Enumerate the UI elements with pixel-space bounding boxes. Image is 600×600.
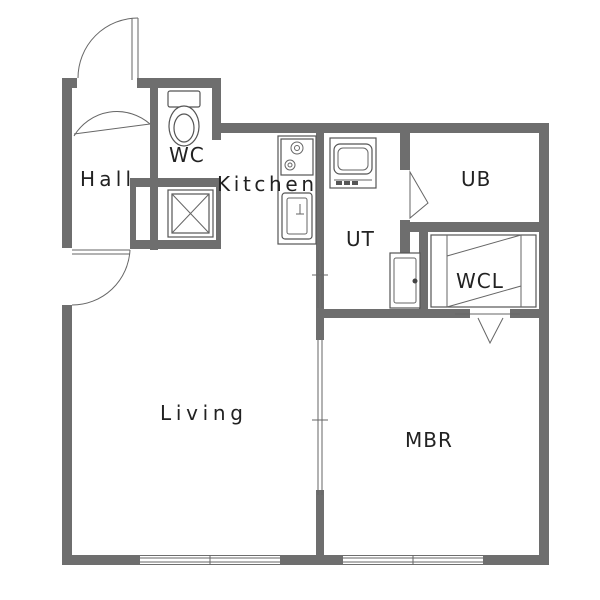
closet-shelf (430, 234, 537, 308)
wall-hall-wc-bottom (130, 178, 221, 187)
living-entry-gap (62, 248, 72, 305)
room-label-kitchen: Kitchen (217, 172, 315, 196)
room-label-living: Living (160, 401, 244, 425)
fixtures (167, 90, 537, 309)
wall-wc-top (150, 78, 220, 88)
wall-ut-bottom (316, 309, 549, 318)
wash-basin-icon (389, 252, 421, 309)
stove-icon (280, 138, 314, 176)
wall-wc-right (212, 78, 221, 140)
room-label-ub: UB (461, 167, 491, 191)
washing-machine-icon (329, 137, 377, 189)
room-label-hall: Hall (80, 167, 132, 191)
wall-wcl-left (419, 222, 428, 318)
entrance-gap (77, 78, 137, 88)
entrance-door-swing (77, 17, 139, 79)
wall-ub-bottom (400, 222, 549, 232)
wall-top-kitchen (212, 123, 549, 133)
windows (140, 555, 483, 565)
wall-storage-right (216, 178, 221, 249)
sink-icon (281, 192, 313, 240)
wall-storage-left (130, 178, 136, 249)
wall-left-upper (62, 78, 72, 248)
kitchen-counter (277, 135, 317, 245)
wall-right (539, 123, 549, 565)
wall-wc-left (150, 78, 158, 250)
toilet-icon (167, 90, 201, 147)
wall-left-lower (62, 305, 72, 565)
room-label-ut: UT (346, 227, 375, 251)
room-label-mbr: MBR (405, 428, 453, 452)
wall-kitchen-ut (316, 123, 324, 313)
room-label-wc: WC (169, 143, 205, 167)
wall-bottom (62, 555, 549, 565)
wall-hall-bottom (130, 240, 221, 249)
doors (62, 17, 520, 495)
living-door-swing (71, 249, 131, 306)
room-label-wcl: WCL (456, 269, 504, 293)
storage-cabinet-icon (167, 189, 214, 238)
